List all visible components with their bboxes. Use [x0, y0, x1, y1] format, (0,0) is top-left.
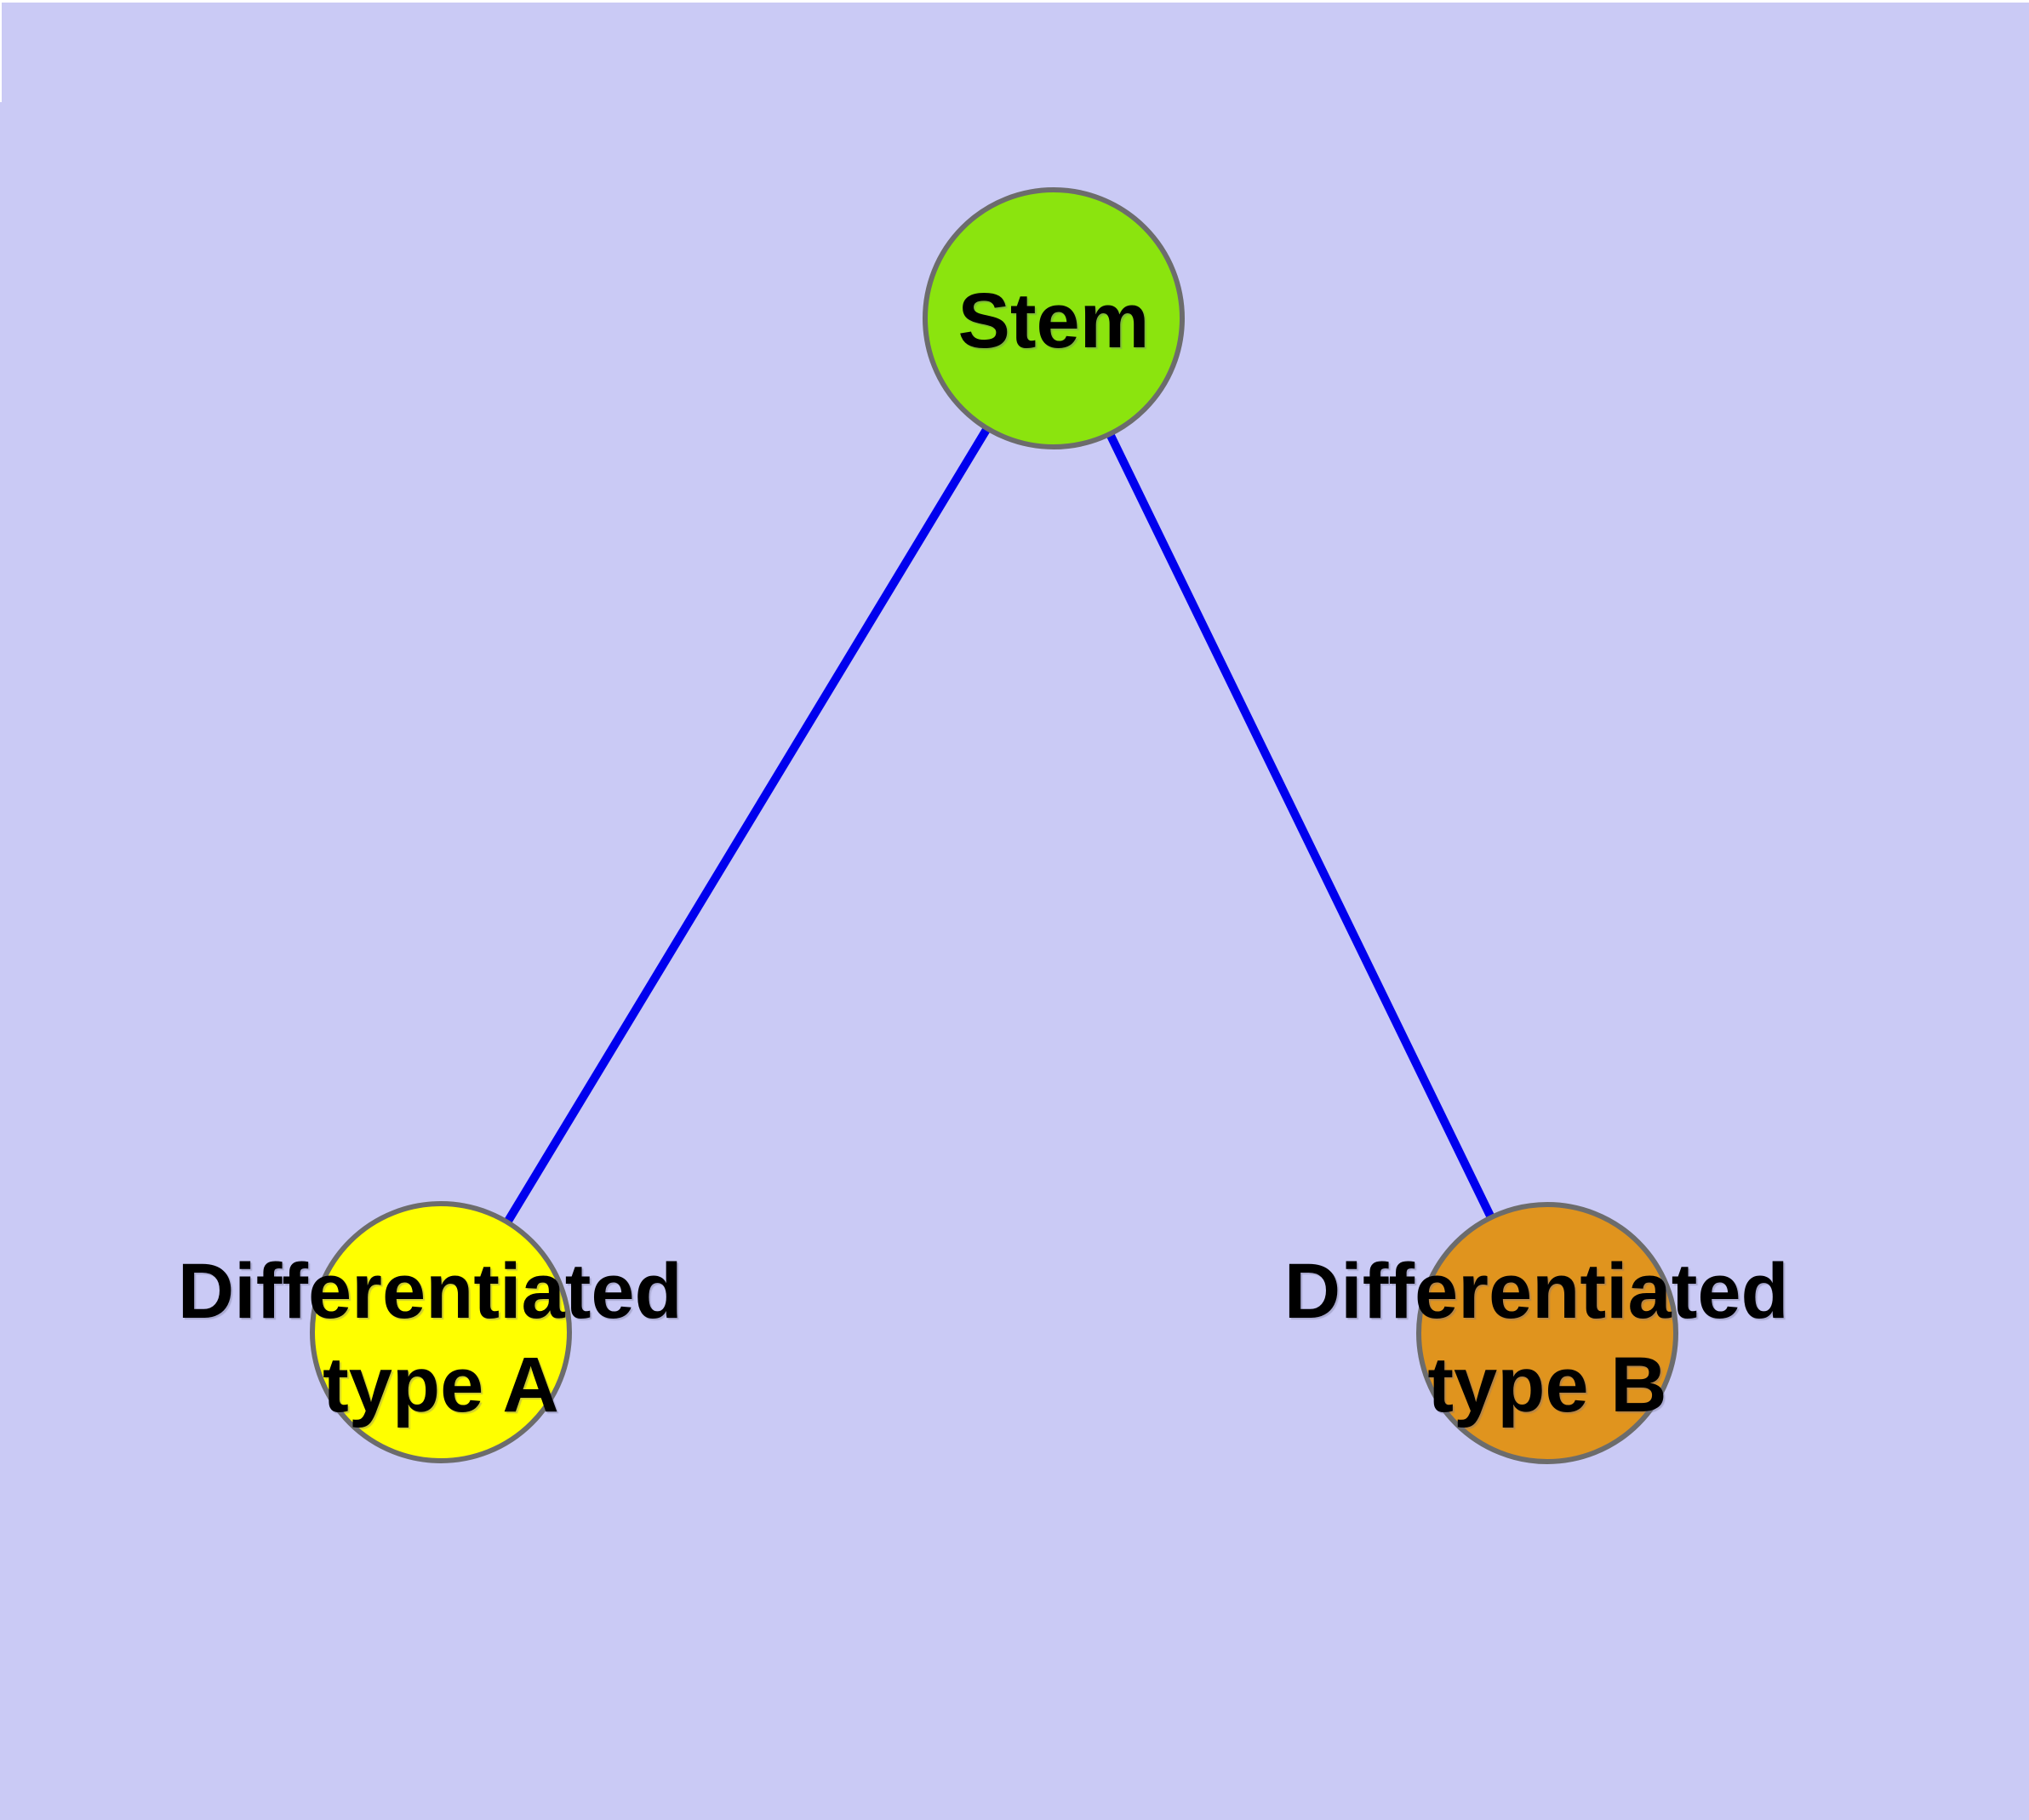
node-differentiated-type-b[interactable] [1416, 1202, 1678, 1464]
edge-stem-to-type-b[interactable] [1049, 316, 1552, 1336]
top-edge-highlight [0, 0, 2029, 3]
node-differentiated-type-a[interactable] [310, 1201, 572, 1463]
node-type-b-label-line2: type B [1427, 1342, 1666, 1428]
node-type-b-label-line1: Differentiated [1284, 1248, 1789, 1335]
node-stem-label: Stem [958, 278, 1150, 364]
node-type-a-label: Differentiated type A [178, 1248, 705, 1428]
node-type-a-label-line2: type A [323, 1342, 559, 1428]
left-edge-highlight [0, 0, 2, 102]
node-type-a-label-line1: Differentiated [178, 1248, 683, 1335]
node-type-b-label: Differentiated type B [1284, 1248, 1811, 1428]
node-stem[interactable] [923, 187, 1185, 449]
edge-stem-to-type-a[interactable] [437, 316, 1058, 1335]
